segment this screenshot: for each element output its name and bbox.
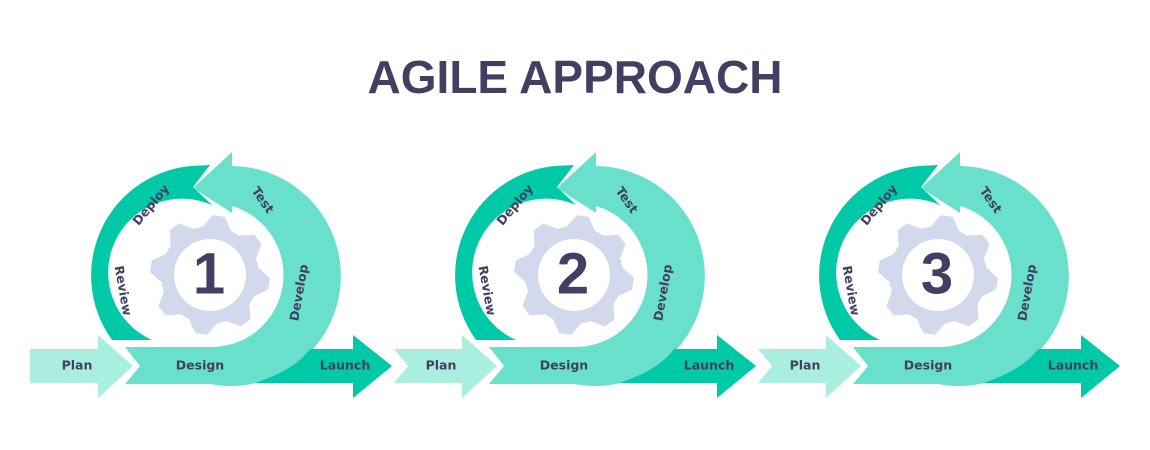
launch-label: Launch	[1048, 358, 1099, 373]
plan-label: Plan	[62, 358, 93, 373]
plan-label: Plan	[426, 358, 457, 373]
deploy-review-arc	[455, 165, 576, 340]
plan-label: Plan	[790, 358, 821, 373]
gear-hub	[538, 239, 610, 311]
launch-label: Launch	[684, 358, 735, 373]
design-label: Design	[176, 358, 224, 373]
cycle-number: 3	[921, 241, 953, 306]
launch-label: Launch	[320, 358, 371, 373]
gear-hub	[902, 239, 974, 311]
cycle-number: 1	[193, 241, 225, 306]
deploy-review-arc	[91, 165, 212, 340]
launch-arrow	[255, 335, 392, 398]
gear-hub	[174, 239, 246, 311]
design-develop-test-arc	[853, 152, 1069, 386]
design-label: Design	[540, 358, 588, 373]
deploy-review-arc	[819, 165, 940, 340]
launch-arrow	[983, 335, 1120, 398]
plan-arrow	[394, 335, 497, 398]
plan-arrow	[30, 335, 133, 398]
design-develop-test-arc	[125, 152, 341, 386]
launch-arrow	[619, 335, 756, 398]
plan-arrow	[758, 335, 861, 398]
cycle-number: 2	[557, 241, 589, 306]
design-develop-test-arc	[489, 152, 705, 386]
design-label: Design	[904, 358, 952, 373]
page-title: AGILE APPROACH	[367, 51, 783, 103]
